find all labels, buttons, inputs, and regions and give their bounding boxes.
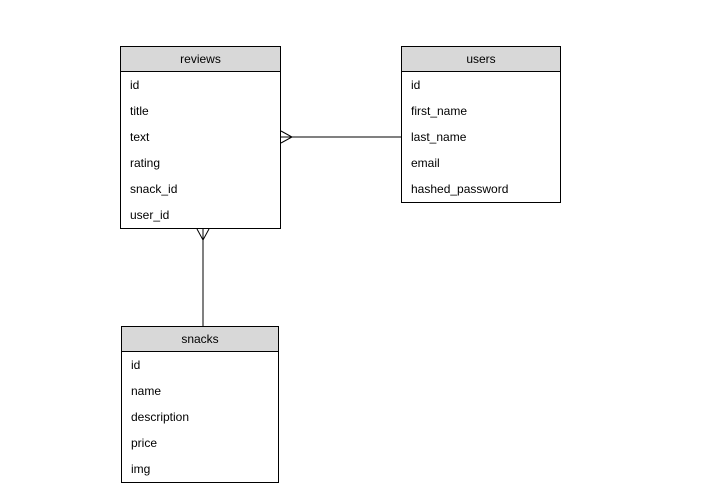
field-reviews-user-id[interactable]: user_id — [130, 208, 170, 222]
entity-reviews[interactable]: reviews id title text rating snack_id us… — [120, 46, 281, 229]
field-snacks-id[interactable]: id — [131, 358, 141, 372]
field-snacks-description[interactable]: description — [131, 410, 190, 424]
field-reviews-snack-id[interactable]: snack_id — [130, 182, 178, 196]
crow-foot-reviews-snacks-icon — [196, 228, 210, 242]
field-reviews-id[interactable]: id — [130, 78, 140, 92]
entity-users-header[interactable]: users — [402, 47, 560, 72]
entity-snacks[interactable]: snacks id name description price img — [121, 326, 279, 483]
field-reviews-rating[interactable]: rating — [130, 156, 161, 170]
crow-foot-reviews-users-icon — [280, 130, 294, 144]
entity-users[interactable]: users id first_name last_name email hash… — [401, 46, 561, 203]
field-reviews-text[interactable]: text — [130, 130, 150, 144]
field-users-hashed-password[interactable]: hashed_password — [411, 182, 509, 196]
field-reviews-title[interactable]: title — [130, 104, 149, 118]
field-users-last-name[interactable]: last_name — [411, 130, 467, 144]
field-snacks-img[interactable]: img — [131, 462, 151, 476]
entity-snacks-header[interactable]: snacks — [122, 327, 278, 352]
field-users-id[interactable]: id — [411, 78, 421, 92]
field-users-email[interactable]: email — [411, 156, 440, 170]
entity-reviews-header[interactable]: reviews — [121, 47, 280, 72]
field-snacks-price[interactable]: price — [131, 436, 158, 450]
field-snacks-name[interactable]: name — [131, 384, 162, 398]
field-users-first-name[interactable]: first_name — [411, 104, 468, 118]
